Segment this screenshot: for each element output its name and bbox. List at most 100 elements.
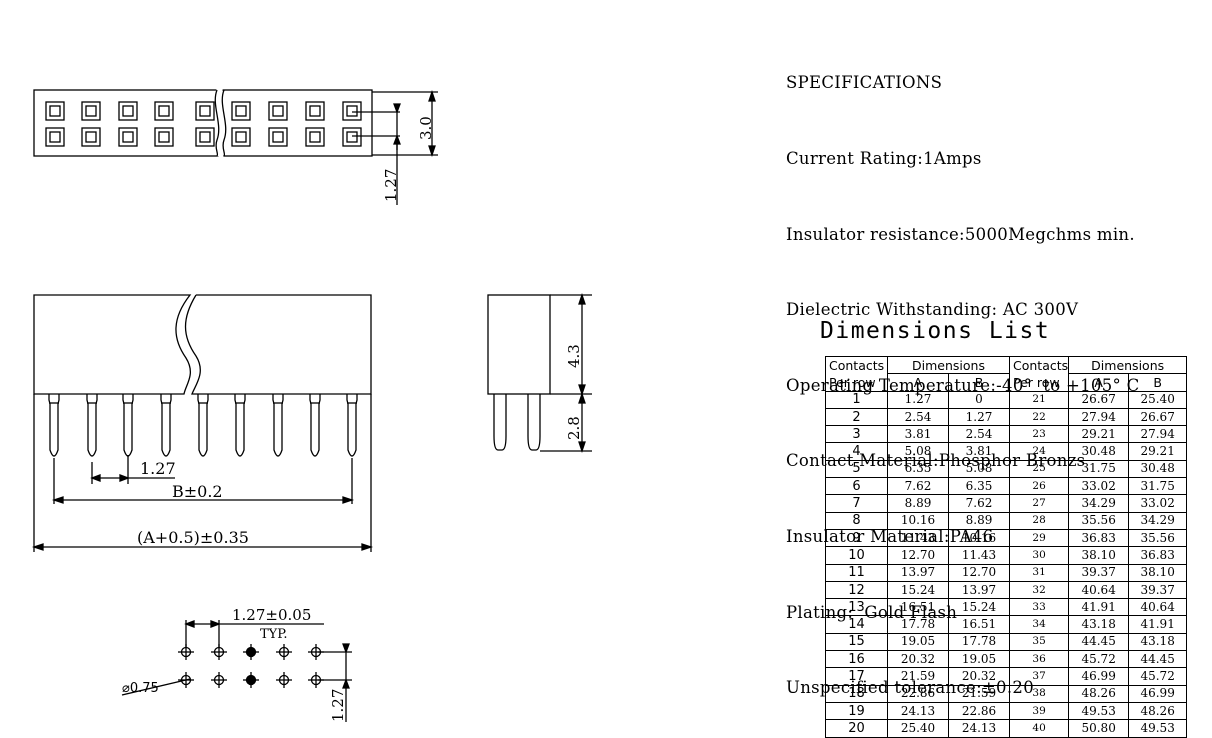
- dim-b-cell: 34.29: [1128, 511, 1188, 530]
- front-view-body-left: [33, 294, 192, 395]
- dim-b-cell: 5.08: [948, 459, 1010, 479]
- contacts-cell: 6: [825, 477, 888, 496]
- a-label: (A+0.5)±0.35: [137, 528, 249, 547]
- dim-b-cell: 19.05: [948, 650, 1010, 669]
- dim-b-cell: 39.37: [1128, 580, 1188, 600]
- connector-drawing: 3.0 1.27 1.27 B±0.2 (A+0.5)±0.35 4.3 2.8…: [31, 86, 592, 722]
- contacts-cell: 28: [1008, 511, 1070, 530]
- top-view-sockets: [45, 101, 362, 147]
- dim-a-cell: 27.94: [1068, 407, 1130, 427]
- socket-outer: [231, 101, 251, 121]
- spec-line: Dielectric Withstanding: AC 300V: [786, 300, 1079, 320]
- pcb-row-pitch-label: 1.27: [329, 689, 347, 722]
- socket-inner: [122, 131, 134, 143]
- specifications-title: SPECIFICATIONS: [786, 73, 943, 93]
- dim-a-cell: 22.86: [887, 684, 949, 703]
- socket-inner: [122, 105, 134, 117]
- dim-b-cell: 38.10: [1128, 563, 1188, 582]
- contacts-header: Contacts: [1008, 355, 1070, 374]
- dim-a-cell: 16.51: [887, 598, 949, 617]
- contacts-cell: 29: [1008, 528, 1070, 548]
- spec-line: Insulator resistance:5000Megchms min.: [786, 224, 1135, 244]
- socket-outer: [81, 101, 101, 121]
- socket-inner: [346, 105, 358, 117]
- socket-outer: [45, 101, 65, 121]
- top-view: [33, 86, 438, 205]
- top-view-break-left: [214, 89, 220, 157]
- side-view-pin-right: [527, 394, 541, 451]
- dim-a-cell: 2.54: [887, 407, 949, 427]
- dim-a-cell: 20.32: [887, 650, 949, 669]
- dim-a-cell: 35.56: [1068, 511, 1130, 530]
- contacts-cell: 9: [825, 528, 888, 548]
- socket-outer: [268, 127, 288, 147]
- dim-a-cell: 30.48: [1068, 442, 1130, 461]
- dim-a-cell: 11.43: [887, 528, 949, 548]
- socket-inner: [199, 131, 211, 143]
- dimensions-header: Dimensions: [1068, 355, 1188, 374]
- contacts-cell: 31: [1008, 563, 1070, 582]
- dim-b-cell: 15.24: [948, 598, 1010, 617]
- socket-outer: [81, 127, 101, 147]
- contacts-cell: 12: [825, 580, 888, 600]
- dim-a-cell: 44.45: [1068, 632, 1130, 652]
- socket-outer: [305, 101, 325, 121]
- dimensions-table: Contacts Dimensions Contacts Dimensions …: [825, 355, 1188, 738]
- socket-outer: [305, 127, 325, 147]
- contacts-cell: 19: [825, 701, 888, 721]
- contacts-cell: 18: [825, 684, 888, 703]
- dim-a-cell: 7.62: [887, 477, 949, 496]
- dim-b-cell: 27.94: [1128, 425, 1188, 444]
- socket-outer: [118, 127, 138, 147]
- contacts-cell: 15: [825, 632, 888, 652]
- dim-a-cell: 38.10: [1068, 546, 1130, 565]
- dim-a-cell: 5.08: [887, 442, 949, 461]
- dim-b-cell: 0: [948, 390, 1010, 409]
- socket-outer: [195, 127, 215, 147]
- dim-b-cell: 11.43: [948, 546, 1010, 565]
- dim-b-cell: 7.62: [948, 494, 1010, 513]
- col-a-header: A: [1068, 373, 1130, 392]
- contacts-cell: 20: [825, 719, 888, 738]
- dim-a-cell: 34.29: [1068, 494, 1130, 513]
- dim-b-cell: 24.13: [948, 719, 1010, 738]
- contacts-cell: 13: [825, 598, 888, 617]
- dim-a-cell: 45.72: [1068, 650, 1130, 669]
- per-row-header: Per row: [825, 373, 888, 392]
- dim-b-cell: 43.18: [1128, 632, 1188, 652]
- dim-a-cell: 12.70: [887, 546, 949, 565]
- contacts-cell: 26: [1008, 477, 1070, 496]
- socket-outer: [154, 101, 174, 121]
- dim-b-cell: 40.64: [1128, 598, 1188, 617]
- pin: [48, 394, 60, 457]
- pin: [309, 394, 321, 457]
- dim-b-cell: 8.89: [948, 511, 1010, 530]
- side-view: [487, 292, 592, 454]
- side-view-pin-left: [493, 394, 507, 451]
- dim-a-cell: 3.81: [887, 425, 949, 444]
- hole-diameter-label: ⌀0.75: [122, 681, 159, 696]
- dim-b-cell: 35.56: [1128, 528, 1188, 548]
- socket-inner: [309, 131, 321, 143]
- socket-inner: [49, 105, 61, 117]
- socket-outer: [118, 101, 138, 121]
- dim-b-cell: 45.72: [1128, 667, 1188, 686]
- socket-inner: [309, 105, 321, 117]
- dimensions-list-title: Dimensions List: [820, 318, 1051, 344]
- dim-a-cell: 15.24: [887, 580, 949, 600]
- pcb-holes: [178, 644, 324, 688]
- socket-inner: [85, 105, 97, 117]
- socket-outer: [231, 127, 251, 147]
- side-view-body: [487, 294, 551, 395]
- contacts-cell: 11: [825, 563, 888, 582]
- dim-a-cell: 41.91: [1068, 598, 1130, 617]
- contacts-cell: 21: [1008, 390, 1070, 409]
- contacts-cell: 10: [825, 546, 888, 565]
- contacts-cell: 30: [1008, 546, 1070, 565]
